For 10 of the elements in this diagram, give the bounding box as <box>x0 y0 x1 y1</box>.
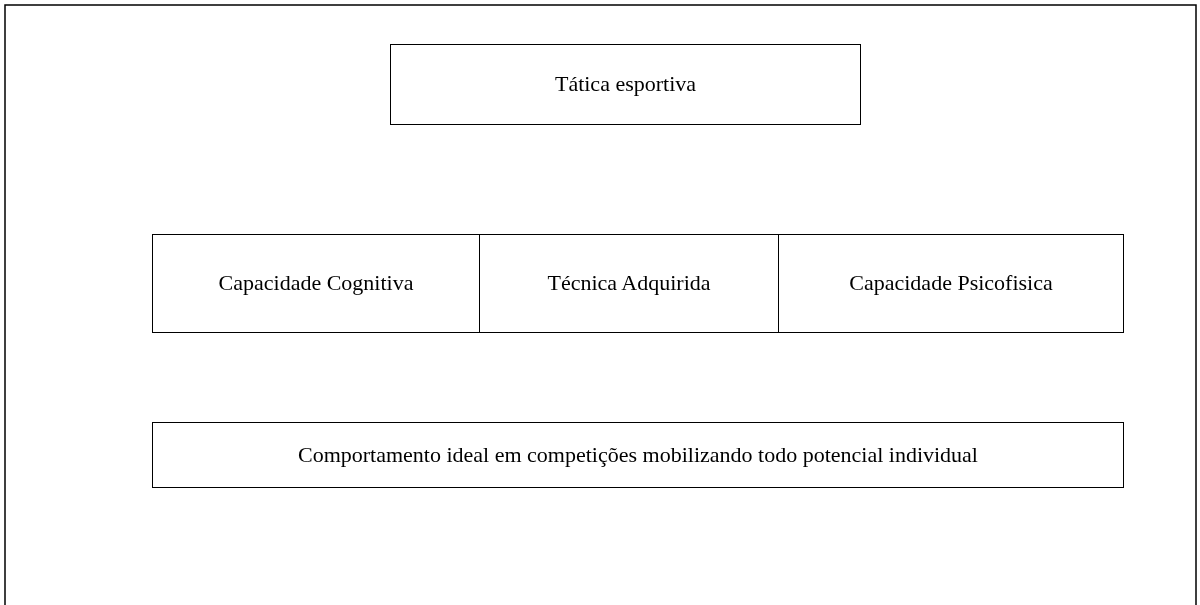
box-label: Comportamento ideal em competições mobilizando todo potencial individual <box>298 441 978 469</box>
text-box <box>152 234 480 333</box>
text-box <box>152 422 1124 488</box>
box-label: Tática esportiva <box>554 71 697 98</box>
text-box <box>479 234 779 333</box>
box-label: Técnica Adquirida <box>547 270 711 297</box>
text-box <box>778 234 1124 333</box>
text-box <box>390 44 861 125</box>
box-label: Capacidade Cognitiva <box>218 270 414 297</box>
box-label: Capacidade Psicofisica <box>849 270 1053 297</box>
